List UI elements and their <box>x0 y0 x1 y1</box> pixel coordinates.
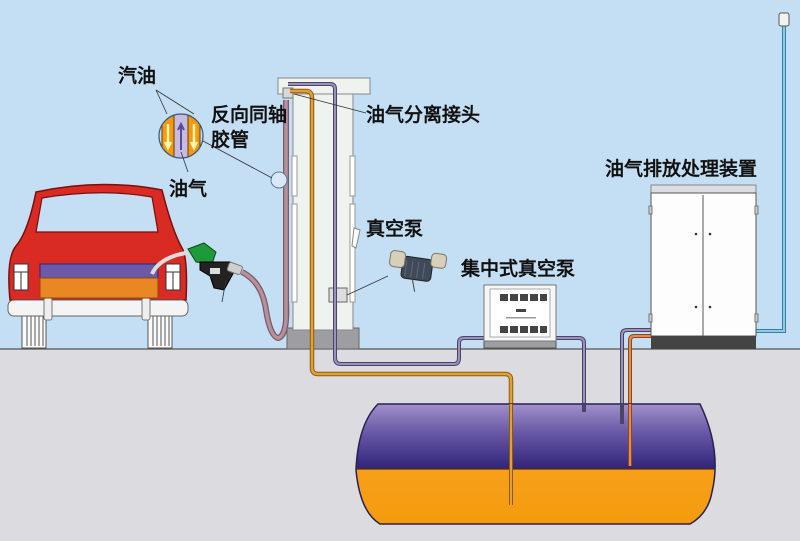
nozzle-spout <box>150 250 193 275</box>
car-bumper <box>7 299 189 317</box>
magnifier-leader <box>202 140 273 179</box>
label-vapor-treatment-unit: 油气排放处理装置 <box>605 157 757 180</box>
vapor-treatment-cabinet <box>648 184 759 349</box>
tank-gasoline <box>356 469 716 524</box>
coaxial-hose-magnifier <box>158 113 288 189</box>
car-rear-window <box>35 192 159 233</box>
hose-highlight-circle <box>270 171 288 189</box>
tank-vapor-space <box>356 404 716 470</box>
nozzle-leader <box>221 279 227 303</box>
central-pump-vents <box>500 294 547 333</box>
central-vacuum-pump-unit <box>483 284 557 349</box>
label-vapor: 油气 <box>169 177 207 200</box>
vacuum-pump-leader <box>346 275 389 296</box>
label-vapor-separation-joint: 油气分离接头 <box>366 103 480 126</box>
label-coaxial-hose-2: 胶管 <box>211 128 249 151</box>
dispenser-vacuum-pump-box <box>328 287 348 303</box>
label-vacuum-pump: 真空泵 <box>366 217 423 240</box>
label-central-vacuum-pump: 集中式真空泵 <box>460 257 575 280</box>
car <box>7 183 189 349</box>
underground-tank <box>355 403 716 525</box>
label-gasoline: 汽油 <box>118 64 156 87</box>
gasoline-leader-right <box>155 89 195 115</box>
car-right-taillight <box>165 263 181 291</box>
gasoline-leader-left <box>155 89 168 115</box>
fuel-nozzle <box>150 242 243 291</box>
vent-cap <box>778 12 790 27</box>
vapor-leader <box>180 151 189 173</box>
car-tank-gasoline <box>39 277 159 299</box>
separation-joint-leader <box>293 93 367 114</box>
car-tank-vapor <box>39 263 159 279</box>
nozzle-green-handle <box>187 242 217 265</box>
dispenser-base <box>286 327 360 350</box>
fuel-dispenser <box>277 77 371 350</box>
vacuum-pump-image <box>389 250 448 292</box>
label-coaxial-hose-1: 反向同轴 <box>211 103 287 126</box>
car-left-taillight <box>13 263 29 291</box>
